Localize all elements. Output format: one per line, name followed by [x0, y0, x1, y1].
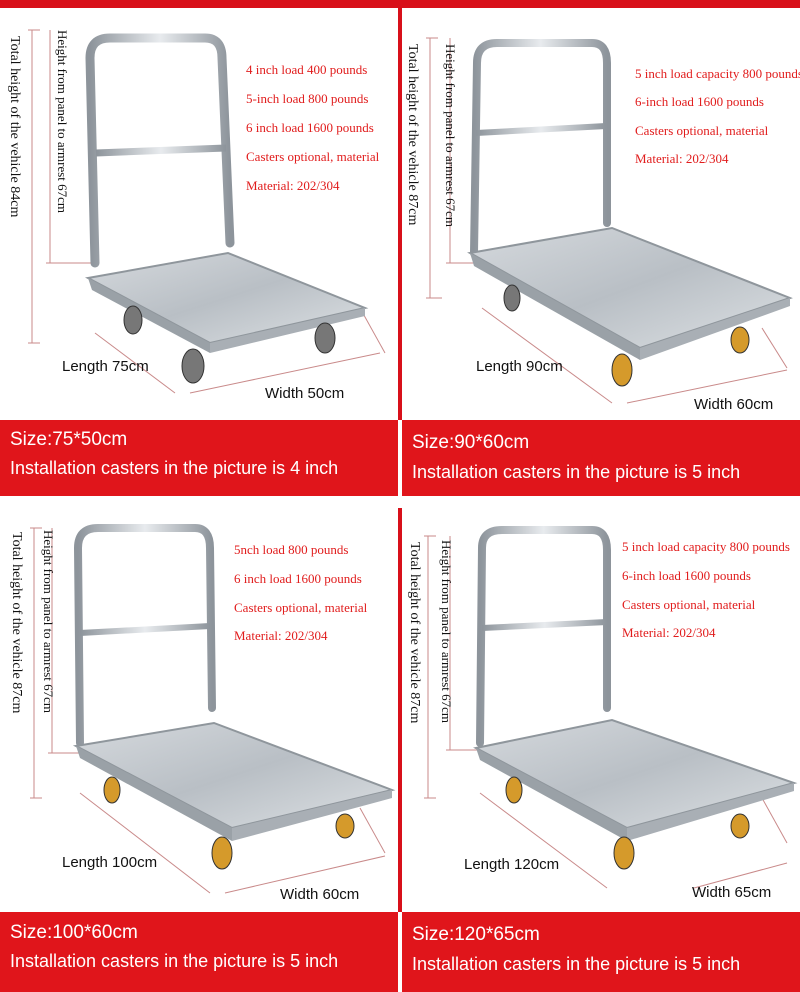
length-label: Length 100cm [62, 854, 158, 871]
cart-illustration [30, 524, 396, 894]
length-label: Length 75cm [62, 358, 149, 375]
spec-line: 5 inch load capacity 800 pounds [635, 66, 800, 81]
product-panel-90x60: Total height of the vehicle 87cm Height … [402, 8, 800, 420]
width-label: Width 65cm [692, 884, 772, 901]
cart-illustration [426, 37, 793, 404]
size-text: Size:100*60cm [10, 922, 138, 943]
size-text: Size:120*65cm [412, 924, 540, 945]
spec-line: 6 inch load 1600 pounds [246, 120, 374, 135]
size-banner-90x60: Size:90*60cm Installation casters in the… [402, 420, 800, 496]
armrest-height-label: Height from panel to armrest 67cm [55, 30, 70, 214]
size-text: Size:90*60cm [412, 432, 530, 453]
cart-illustration [28, 29, 386, 394]
size-text: Size:75*50cm [10, 429, 128, 450]
armrest-height-label: Height from panel to armrest 67cm [443, 44, 458, 228]
total-height-label: Total height of the vehicle 87cm [407, 542, 422, 724]
spec-line: Material: 202/304 [234, 628, 328, 643]
cart-illustration [424, 526, 798, 889]
spec-line: Casters optional, material [622, 597, 756, 612]
size-banner-100x60: Size:100*60cm Installation casters in th… [0, 912, 398, 992]
spec-line: 5-inch load 800 pounds [246, 91, 369, 106]
spec-line: Material: 202/304 [622, 625, 716, 640]
width-label: Width 60cm [280, 886, 360, 903]
casters-text: Installation casters in the picture is 5… [10, 951, 339, 971]
size-banner-75x50: Size:75*50cm Installation casters in the… [0, 420, 398, 496]
total-height-label: Total height of the vehicle 87cm [9, 532, 24, 714]
spec-line: Casters optional, material [246, 149, 380, 164]
spec-line: Casters optional, material [635, 123, 769, 138]
total-height-label: Total height of the vehicle 84cm [7, 36, 22, 218]
spec-line: 5 inch load capacity 800 pounds [622, 539, 790, 554]
spec-line: Casters optional, material [234, 600, 368, 615]
width-label: Width 60cm [694, 396, 774, 413]
casters-text: Installation casters in the picture is 5… [412, 954, 741, 974]
casters-text: Installation casters in the picture is 4… [10, 458, 339, 478]
length-label: Length 90cm [476, 358, 563, 375]
spec-line: 6-inch load 1600 pounds [635, 94, 764, 109]
width-label: Width 50cm [265, 385, 345, 402]
spec-line: 6-inch load 1600 pounds [622, 568, 751, 583]
product-panel-120x65: Total height of the vehicle 87cm Height … [402, 508, 800, 912]
product-panel-75x50: Total height of the vehicle 84cm Height … [0, 8, 398, 420]
spec-line: 4 inch load 400 pounds [246, 62, 368, 77]
spec-line: Material: 202/304 [246, 178, 340, 193]
product-panel-100x60: Total height of the vehicle 87cm Height … [0, 508, 398, 912]
spec-line: Material: 202/304 [635, 151, 729, 166]
armrest-height-label: Height from panel to armrest 67cm [41, 530, 56, 714]
size-banner-120x65: Size:120*65cm Installation casters in th… [402, 912, 800, 992]
length-label: Length 120cm [464, 856, 560, 873]
total-height-label: Total height of the vehicle 87cm [405, 44, 420, 226]
casters-text: Installation casters in the picture is 5… [412, 462, 741, 482]
spec-line: 6 inch load 1600 pounds [234, 571, 362, 586]
divider-bottom [398, 508, 402, 912]
armrest-height-label: Height from panel to armrest 67cm [439, 540, 454, 724]
divider-top [398, 8, 402, 420]
spec-line: 5nch load 800 pounds [234, 542, 349, 557]
top-red-border [0, 0, 800, 8]
